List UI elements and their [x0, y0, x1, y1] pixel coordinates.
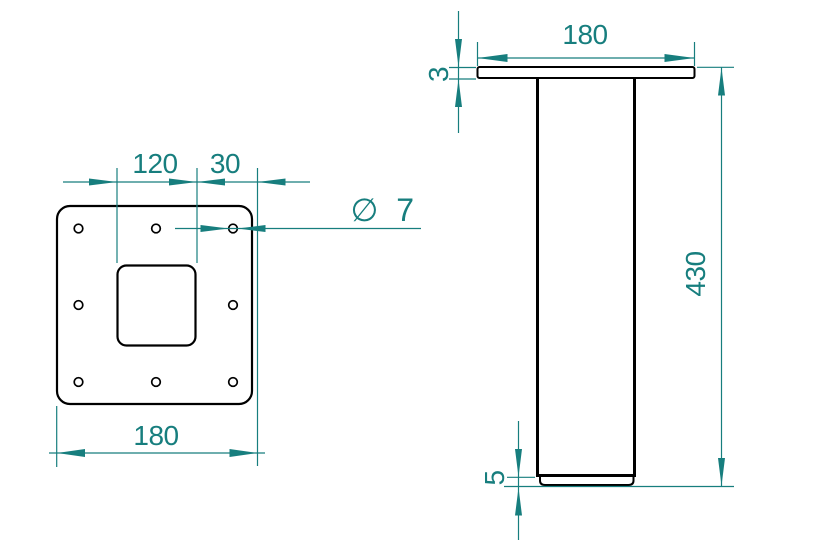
- arrowhead: [664, 54, 695, 62]
- hole: [73, 299, 84, 311]
- leg-column: [536, 75, 636, 477]
- arrowhead: [515, 449, 522, 477]
- hole: [150, 376, 162, 388]
- dim-label-hole-diameter: ∅ 7: [350, 192, 413, 228]
- hole: [150, 223, 162, 234]
- mounting-holes: [73, 223, 239, 388]
- arrowhead: [455, 39, 462, 67]
- arrowhead: [200, 225, 229, 232]
- dim-label-plate-width: 180: [133, 420, 178, 451]
- arrowhead: [477, 54, 508, 62]
- arrowhead: [89, 178, 117, 186]
- arrowhead: [257, 178, 286, 186]
- top-view-dimensions: 120 30 ∅ 7 180: [49, 148, 421, 467]
- dim-label-plate-thickness: 3: [423, 67, 454, 82]
- leg-side-view: [476, 66, 696, 486]
- arrowhead: [197, 178, 225, 186]
- adjustable-foot: [539, 477, 635, 486]
- arrowhead: [515, 487, 522, 516]
- hole: [73, 376, 84, 388]
- hole: [227, 376, 239, 388]
- dim-label-square-width: 120: [132, 148, 177, 179]
- arrowhead: [455, 79, 462, 107]
- arrowhead: [169, 178, 197, 186]
- plate-top-view: [55, 204, 254, 406]
- arrowhead: [237, 225, 266, 232]
- dim-label-foot-height: 5: [479, 470, 510, 485]
- hole: [227, 299, 239, 311]
- dim-label-edge-offset: 30: [210, 148, 240, 179]
- top-plate: [476, 66, 696, 79]
- arrowhead: [229, 449, 258, 457]
- dim-label-side-plate-width: 180: [562, 19, 607, 50]
- dim-label-leg-height: 430: [680, 251, 711, 296]
- hole: [73, 223, 84, 234]
- arrowhead: [57, 449, 85, 457]
- arrowhead: [718, 67, 725, 96]
- square-hole: [116, 264, 197, 347]
- arrowhead: [718, 458, 725, 486]
- side-view-dimensions: 180 3 430 5: [423, 11, 734, 540]
